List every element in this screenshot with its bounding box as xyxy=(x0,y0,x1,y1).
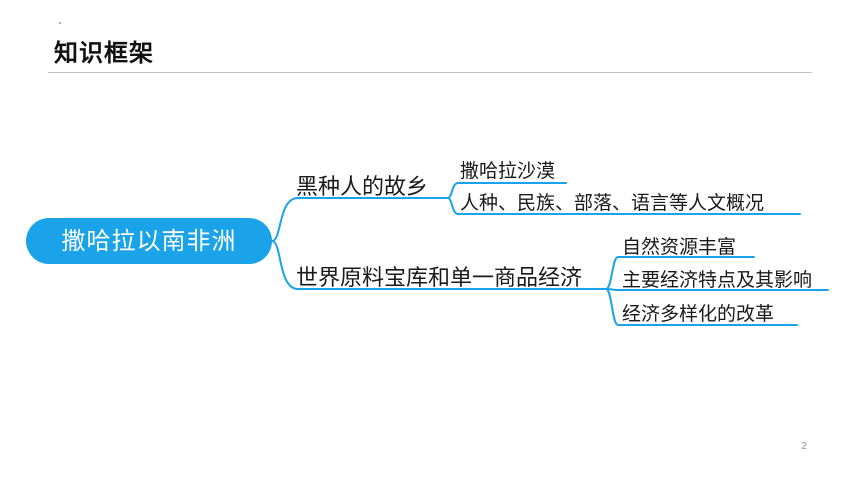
connector-branch1-leaf2 xyxy=(447,197,801,215)
connector-branch2-leaf1 xyxy=(605,256,755,290)
leaf-natural-resources: 自然资源丰富 xyxy=(622,236,737,258)
decorative-dot xyxy=(59,22,61,24)
connector-root-branch1 xyxy=(271,197,449,242)
title-divider xyxy=(48,72,812,73)
leaf-economic-features: 主要经济特点及其影响 xyxy=(622,269,813,291)
branch-heizhongren: 黑种人的故乡 xyxy=(296,175,429,200)
page-number: 2 xyxy=(801,441,808,452)
connector-root-branch2 xyxy=(271,240,607,290)
branch-yuanliao-baoku: 世界原料宝库和单一商品经济 xyxy=(296,266,583,291)
mindmap-root: 撒哈拉以南非洲 xyxy=(26,218,272,264)
leaf-humanities-overview: 人种、民族、部落、语言等人文概况 xyxy=(460,192,765,214)
page-title: 知识框架 xyxy=(54,39,154,67)
leaf-sahara-desert: 撒哈拉沙漠 xyxy=(460,160,556,182)
connector-branch2-leaf3 xyxy=(605,288,798,326)
leaf-diversification-reform: 经济多样化的改革 xyxy=(622,303,775,325)
